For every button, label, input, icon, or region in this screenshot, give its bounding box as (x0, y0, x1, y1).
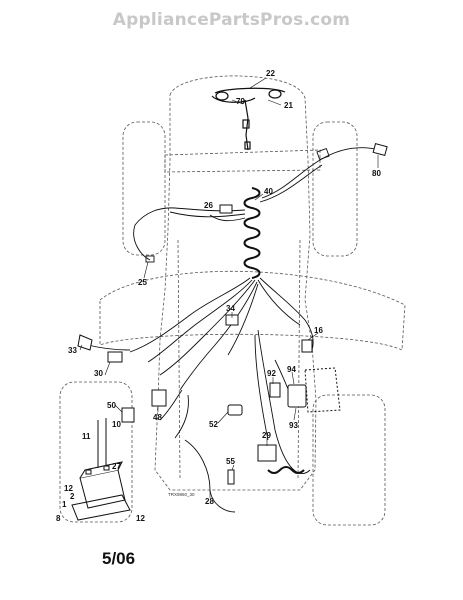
label-12a: 12 (64, 484, 73, 493)
label-29: 29 (262, 431, 271, 440)
label-22: 22 (266, 69, 275, 78)
label-16: 16 (314, 326, 323, 335)
label-33: 33 (68, 346, 77, 355)
components (71, 143, 388, 521)
label-94: 94 (287, 365, 296, 374)
label-40: 40 (264, 187, 273, 196)
label-27: 27 (112, 462, 121, 471)
label-1: 1 (62, 500, 67, 509)
revision-date: 5/06 (102, 549, 136, 568)
label-12b: 12 (136, 514, 145, 523)
label-2: 2 (70, 492, 75, 501)
label-50: 50 (107, 401, 116, 410)
headlight-harness (211, 87, 286, 151)
label-11: 11 (82, 432, 91, 441)
label-26: 26 (204, 201, 213, 210)
label-25: 25 (138, 278, 147, 287)
leader-lines (79, 77, 379, 498)
watermark-text: AppliancePartsPros.com (112, 10, 351, 30)
label-28: 28 (205, 497, 214, 506)
label-79: 79 (236, 97, 245, 106)
label-80: 80 (372, 169, 381, 178)
label-10: 10 (112, 420, 121, 429)
part-labels: 22 79 21 80 40 26 25 34 16 33 30 92 94 9… (56, 69, 381, 523)
label-93: 93 (289, 421, 298, 430)
label-8: 8 (56, 514, 61, 523)
label-55: 55 (226, 457, 235, 466)
label-30: 30 (94, 369, 103, 378)
label-52: 52 (209, 420, 218, 429)
label-34: 34 (226, 304, 235, 313)
main-harness-coil (243, 187, 261, 279)
diagram-id-label: TRX9860_30 (168, 492, 195, 497)
label-48: 48 (153, 413, 162, 422)
label-92: 92 (267, 369, 276, 378)
label-21: 21 (284, 101, 293, 110)
